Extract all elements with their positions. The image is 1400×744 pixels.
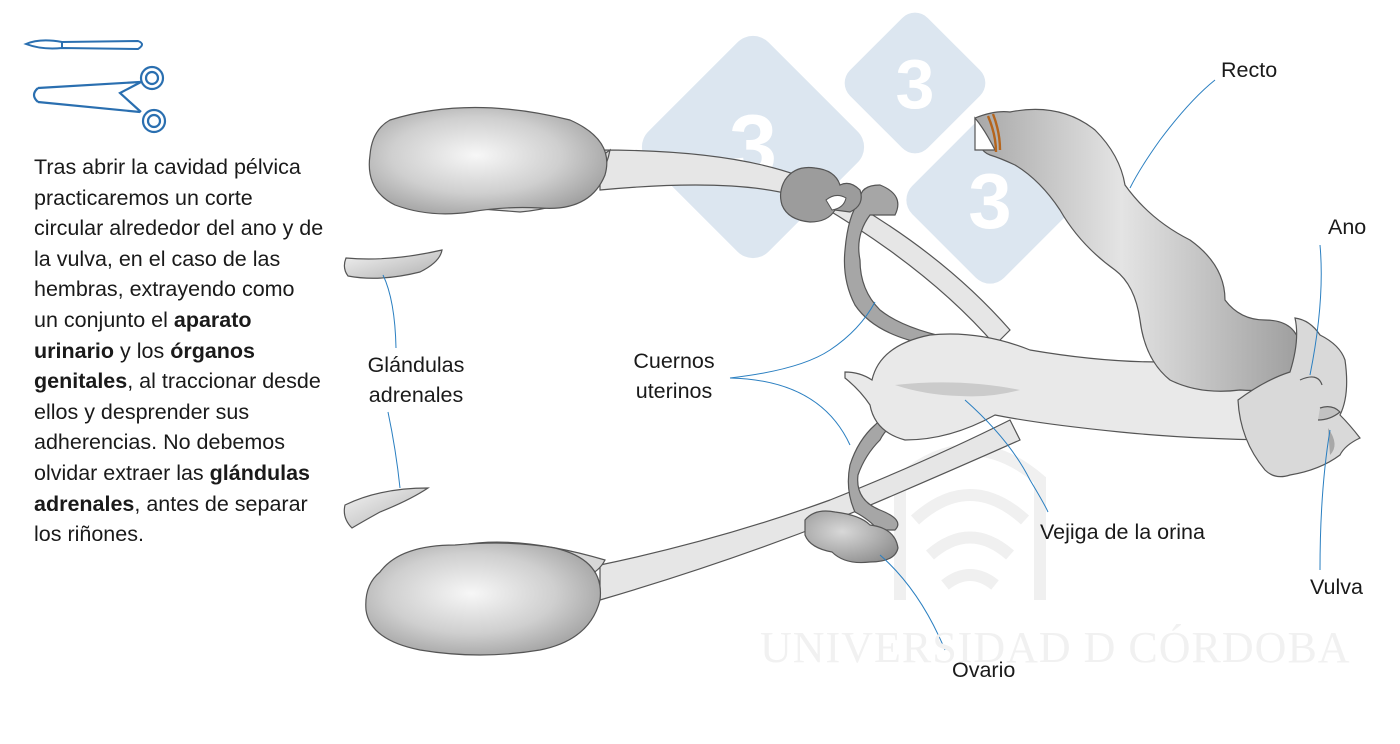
ovary-upper xyxy=(779,166,862,223)
leader-recto xyxy=(1129,79,1216,189)
label-glandulas-adrenales: Glándulas adrenales xyxy=(356,350,476,410)
label-vulva: Vulva xyxy=(1310,575,1363,599)
description-text-4: , antes de separar los riñones. xyxy=(34,491,308,547)
label-glandulas-line2: adrenales xyxy=(368,383,464,407)
watermark-diamond-large: 3 xyxy=(641,35,865,259)
label-vejiga-de-la-orina: Vejiga de la orina xyxy=(1040,520,1205,544)
ovary-lower xyxy=(804,510,899,564)
adrenal-gland-upper xyxy=(343,249,443,279)
leader-ano xyxy=(1309,244,1322,376)
description-text-3: , al traccionar desde ellos y desprender… xyxy=(34,369,321,485)
kidney-lower xyxy=(365,541,606,656)
label-cuernos-line2: uterinos xyxy=(635,379,713,403)
adrenal-gland-lower xyxy=(343,487,430,529)
description-paragraph: Tras abrir la cavidad pélvica practicare… xyxy=(34,152,324,550)
label-ovario: Ovario xyxy=(952,658,1016,682)
bladder-shadow xyxy=(895,382,1020,397)
label-glandulas-line1: Glándulas xyxy=(367,353,465,377)
leader-glandulas-lower xyxy=(387,411,401,489)
scalpel-icon xyxy=(23,39,143,51)
description-text-1: Tras abrir la cavidad pélvica practicare… xyxy=(34,155,324,332)
label-cuernos-uterinos: Cuernos uterinos xyxy=(618,346,730,406)
leader-vejiga xyxy=(964,399,1049,513)
scissors-icon xyxy=(32,65,167,134)
leader-vulva xyxy=(1319,429,1331,571)
label-cuernos-line1: Cuernos xyxy=(633,349,715,373)
watermark-diamond-top: 3 xyxy=(844,12,986,154)
leader-ovario xyxy=(879,554,946,651)
description-bold-3: glándulas adrenales xyxy=(34,460,311,516)
watermark-digit-3: 3 xyxy=(968,157,1011,245)
description-bold-2: órganos genitales xyxy=(34,338,256,394)
leader-cuernos-lower xyxy=(729,377,851,446)
description-text-2: y los xyxy=(114,338,171,363)
description-bold-1: aparato urinario xyxy=(34,307,252,363)
leader-lines xyxy=(382,79,1331,651)
label-recto: Recto xyxy=(1221,58,1278,82)
ureter-lower xyxy=(599,419,1021,601)
kidney-upper xyxy=(368,106,611,215)
leader-glandulas-upper xyxy=(382,274,397,349)
watermark-university-text: UNIVERSIDAD D CÓRDOBA xyxy=(760,623,1351,672)
urogenital-organs xyxy=(343,106,1361,656)
leader-cuernos-upper xyxy=(729,301,876,379)
watermark-digit-2: 3 xyxy=(896,45,935,123)
label-ano: Ano xyxy=(1328,215,1367,239)
